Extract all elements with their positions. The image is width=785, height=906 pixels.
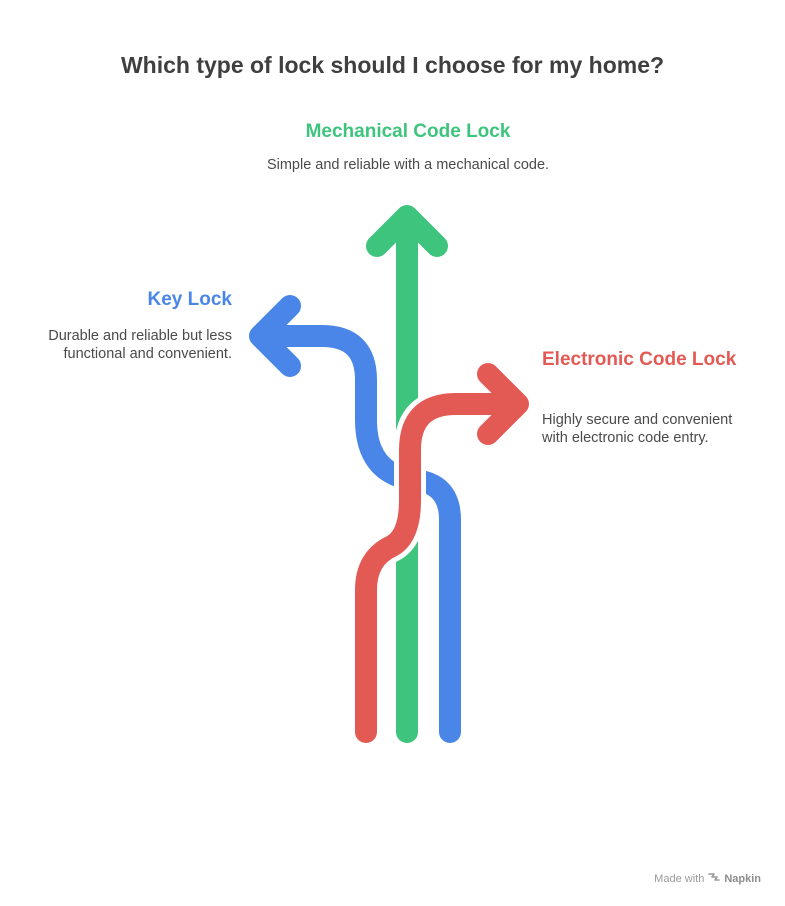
key-lock-description: Durable and reliable but less functional… [48,328,232,362]
key-arrow-head [249,295,301,377]
key-arrow [249,295,461,743]
made-with-label: Made with [654,872,705,885]
key-lock-heading: Key Lock [147,289,232,310]
electronic-arrow-shaft [355,393,523,743]
mechanical-code-lock-description: Simple and reliable with a mechanical co… [266,157,550,173]
electronic-code-lock-description: Highly secure and convenient with electr… [542,412,733,446]
mechanical-arrow-head [366,205,448,257]
napkin-brand-label: Napkin [724,872,761,885]
electronic-arrow-head [477,363,529,445]
electronic-arrow [355,363,529,743]
electronic-code-lock-heading: Electronic Code Lock [542,349,737,370]
mechanical-code-lock-heading: Mechanical Code Lock [305,121,511,142]
made-with-napkin-badge[interactable]: Made with Napkin [654,871,761,886]
key-arrow-shaft [255,325,461,743]
napkin-logo-icon [708,871,721,886]
page-title: Which type of lock should I choose for m… [120,52,665,78]
